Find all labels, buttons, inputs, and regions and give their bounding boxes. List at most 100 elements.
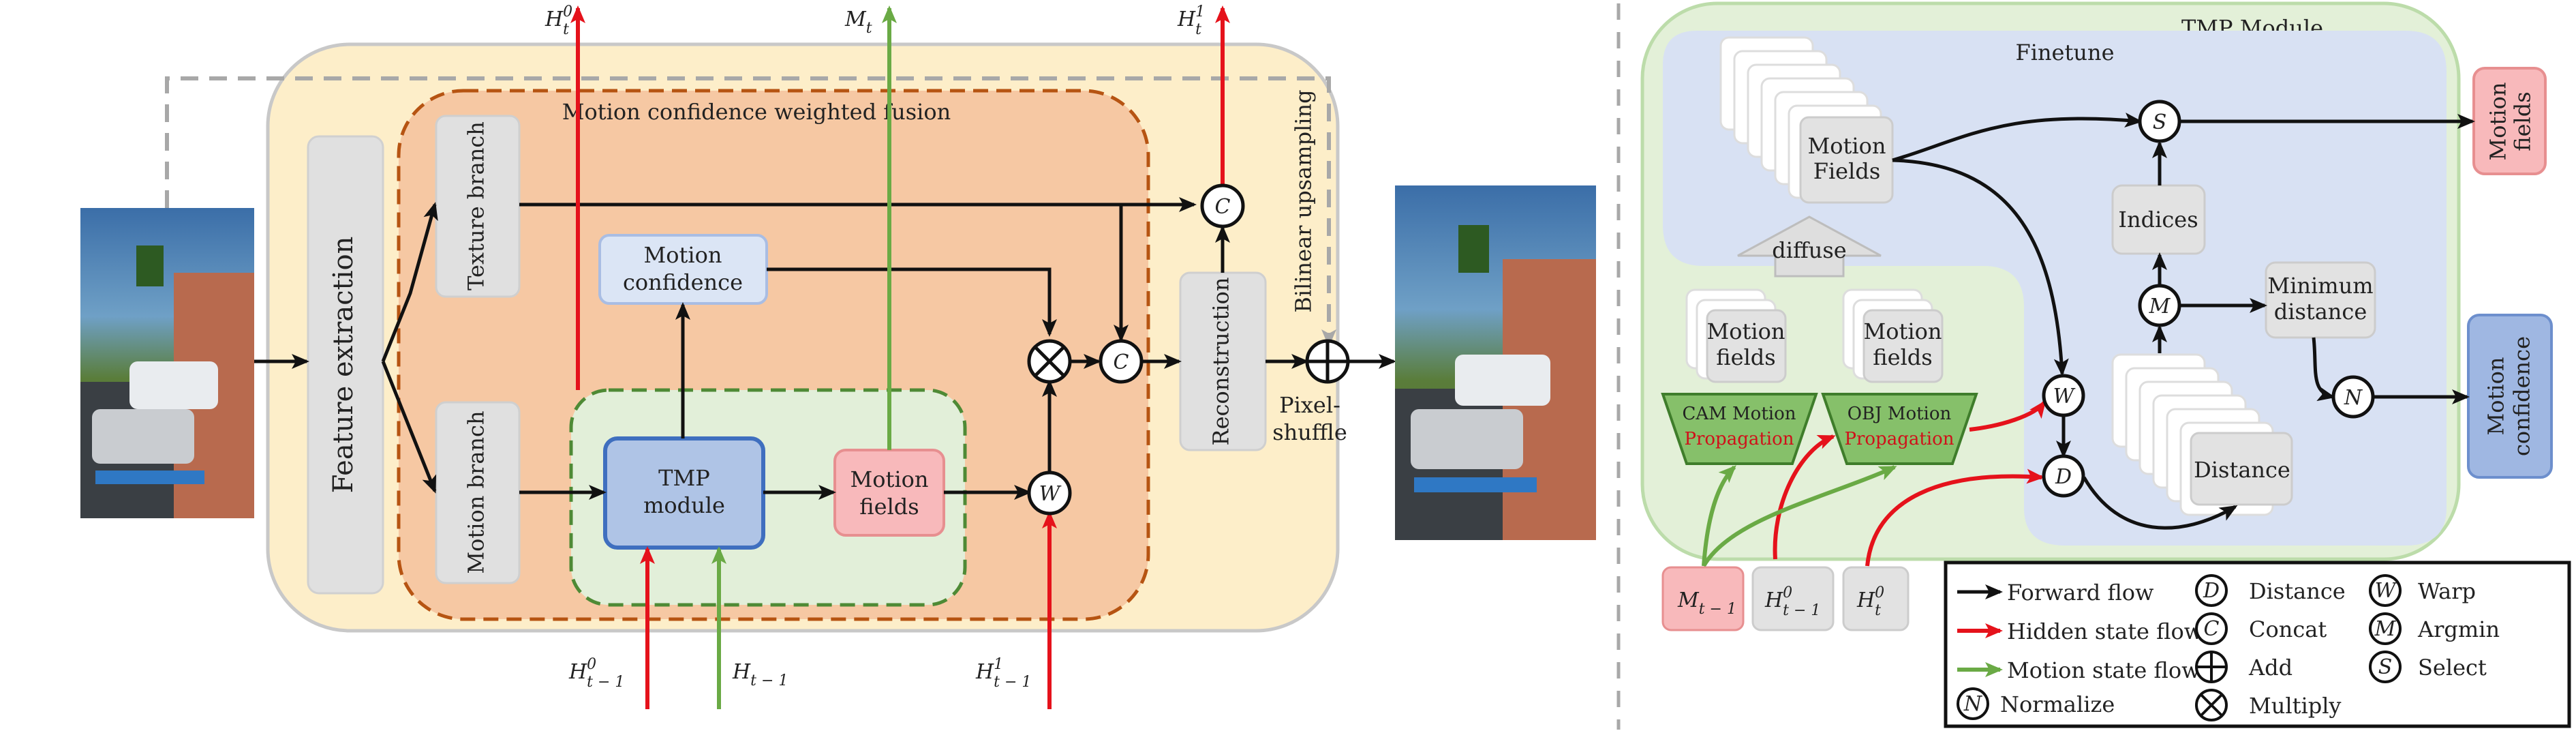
concat-op-mid: C (1099, 339, 1144, 384)
distance-stack: Distance (2111, 353, 2293, 516)
concat-op-top: C (1200, 183, 1245, 228)
warp-op-right: W (2042, 374, 2085, 417)
svg-text:D: D (2055, 465, 2072, 489)
svg-text:N: N (2344, 386, 2363, 410)
pixel-shuffle-label-2: shuffle (1272, 419, 1347, 445)
svg-text:Propagation: Propagation (1844, 429, 1954, 449)
svg-text:Normalize: Normalize (2000, 691, 2115, 717)
svg-text:Fields: Fields (1813, 158, 1881, 184)
svg-text:Propagation: Propagation (1684, 429, 1794, 449)
hidden-flow-right (1773, 400, 2046, 567)
feature-extraction-label: Feature extraction (328, 237, 359, 494)
select-op: S (2138, 100, 2181, 143)
fusion-title: Motion confidence weighted fusion (562, 99, 951, 125)
svg-text:W: W (2053, 385, 2076, 408)
svg-text:D: D (2203, 579, 2220, 603)
svg-text:fields: fields (1873, 344, 1932, 370)
svg-text:C: C (2204, 617, 2220, 641)
indices-label: Indices (2118, 207, 2198, 233)
out-motion-fields-label-2: fields (2510, 91, 2536, 151)
reconstruction-label: Reconstruction (1208, 278, 1234, 446)
svg-text:S: S (2378, 655, 2393, 679)
bypass-dashed-line (165, 76, 1336, 347)
motion-fields-label-2: fields (859, 494, 919, 520)
svg-text:CAM Motion: CAM Motion (1683, 404, 1796, 424)
warp-op-left: W (1027, 471, 1072, 516)
svg-text:W: W (1039, 482, 1062, 506)
legend-hidden: Hidden state flow (1957, 618, 2203, 644)
output-image (1395, 185, 1596, 540)
svg-text:M: M (2374, 617, 2397, 641)
texture-branch-label: Texture branch (463, 121, 489, 290)
motion-fields-box (833, 449, 945, 537)
out-motion-fields-label-1: Motion (2485, 83, 2511, 161)
input-m-tm1: Mt − 1 (1661, 566, 1745, 631)
tmp-module-label-2: module (643, 492, 725, 518)
svg-text:C: C (1114, 350, 1129, 374)
legend-distance: D Distance (2195, 574, 2346, 607)
legend-concat: C Concat (2195, 612, 2327, 645)
bilinear-upsampling-label: Bilinear upsampling (1291, 89, 1317, 312)
label-m-t: Mt (844, 8, 872, 37)
multiply-op (1027, 339, 1072, 384)
svg-text:Motion: Motion (1864, 318, 1942, 344)
svg-text:Motion: Motion (1707, 318, 1785, 344)
cam-motion-propagation: CAM Motion Propagation (1661, 393, 1818, 465)
svg-text:diffuse: diffuse (1772, 237, 1846, 263)
svg-text:Distance: Distance (2249, 578, 2346, 604)
add-op (1305, 339, 1350, 384)
tmp-module-label-1: TMP (658, 465, 710, 491)
motion-fields-label-1: Motion (850, 466, 929, 492)
legend-warp: W Warp (2369, 574, 2476, 607)
svg-text:Mt − 1: Mt − 1 (1677, 588, 1736, 618)
svg-text:H0t: H0t (1856, 584, 1884, 619)
motion-confidence-label-1: Motion (644, 242, 722, 268)
legend-forward: Forward flow (1957, 580, 2153, 606)
svg-text:fields: fields (1716, 344, 1775, 370)
motion-flow-right (1702, 465, 1897, 567)
svg-text:Multiply: Multiply (2249, 693, 2342, 719)
legend-add: Add (2195, 651, 2293, 683)
input-image (80, 208, 254, 518)
hidden-flow-left (570, 5, 1230, 709)
obj-motion-propagation: OBJ Motion Propagation (1821, 393, 1978, 465)
motion-branch-label: Motion branch (463, 411, 489, 573)
minimum-distance-label-2: distance (2274, 299, 2367, 325)
svg-text:N: N (1963, 692, 1983, 716)
svg-text:Select: Select (2418, 655, 2487, 681)
svg-text:Argmin: Argmin (2417, 616, 2500, 642)
legend-motion: Motion state flow (1957, 657, 2201, 683)
forward-flow-right (1892, 113, 2475, 530)
finetune-title: Finetune (2016, 40, 2115, 65)
legend-normalize: N Normalize (1957, 687, 2115, 720)
pixel-shuffle-label-1: Pixel- (1279, 392, 1340, 418)
svg-text:C: C (1215, 195, 1231, 219)
svg-text:Concat: Concat (2249, 616, 2327, 642)
cam-motion-fields: Motion fields (1685, 288, 1787, 383)
argmin-op: M (2138, 284, 2181, 327)
svg-text:W: W (2375, 579, 2397, 603)
legend-select: S Select (2369, 651, 2487, 683)
svg-text:S: S (2153, 110, 2167, 134)
motion-fields-stack: Motion Fields (1719, 36, 1894, 204)
svg-text:Hidden state flow: Hidden state flow (2007, 618, 2203, 644)
svg-text:M: M (2149, 295, 2171, 318)
svg-text:H0t − 1: H0t − 1 (1764, 584, 1820, 619)
out-motion-confidence-label-2: confidence (2509, 336, 2535, 456)
legend-argmin: M Argmin (2369, 612, 2500, 645)
motion-confidence-label-2: confidence (623, 269, 743, 295)
motion-flow-left (711, 5, 897, 709)
legend-box (1944, 561, 2571, 728)
distance-op: D (2042, 454, 2085, 498)
svg-text:Motion state flow: Motion state flow (2007, 657, 2201, 683)
svg-text:Motion: Motion (1808, 133, 1886, 159)
svg-text:Add: Add (2248, 655, 2293, 681)
obj-motion-fields: Motion fields (1842, 288, 1944, 383)
forward-flow-left (254, 197, 1396, 500)
